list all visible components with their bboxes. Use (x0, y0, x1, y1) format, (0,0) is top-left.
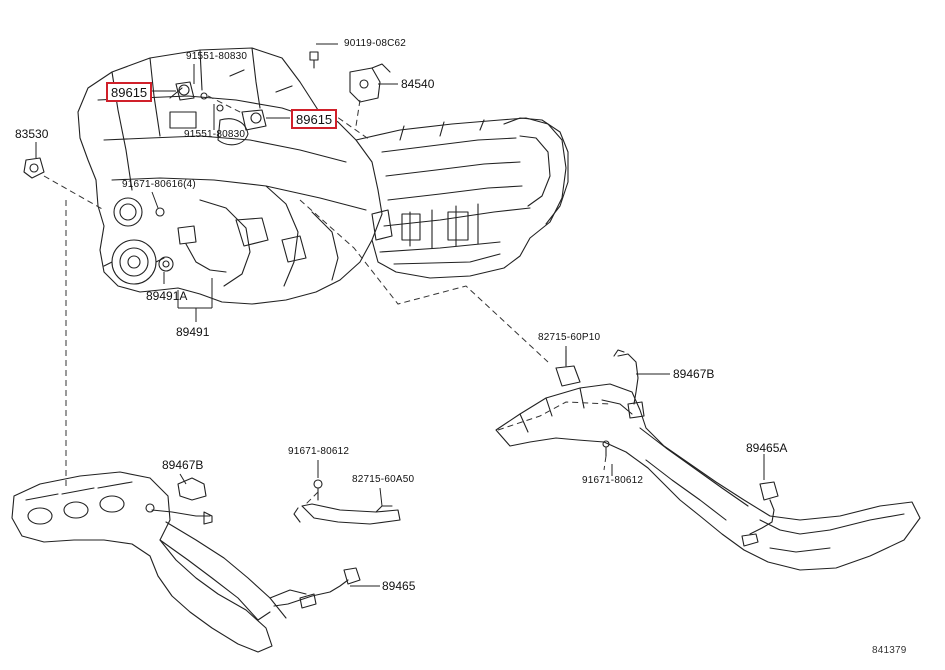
label-82715-60P10[interactable]: 82715-60P10 (538, 332, 601, 343)
label-89467B-left[interactable]: 89467B (162, 458, 204, 472)
bolt-90119-part (309, 51, 319, 69)
solid-leaders (35, 43, 765, 587)
label-89467B-right[interactable]: 89467B (673, 367, 715, 381)
label-89465A[interactable]: 89465A (746, 441, 788, 455)
label-91551-80830-bottom[interactable]: 91551-80830 (184, 129, 246, 140)
label-89491[interactable]: 89491 (176, 325, 210, 339)
label-83530[interactable]: 83530 (15, 127, 49, 141)
dashed-leaders (43, 95, 611, 505)
bolt-91551-bottom-part (216, 104, 224, 112)
knock-sensor-83530-part (23, 157, 45, 179)
label-90119-08C62[interactable]: 90119-08C62 (344, 38, 407, 49)
crank-sensor-89491-part (155, 207, 227, 273)
bracket-82715-60P10-part (555, 349, 581, 387)
cam-sensor-left-part (175, 81, 195, 101)
label-91671-80616-4[interactable]: 91671-80616(4) (122, 179, 196, 190)
figure-number: 841379 (872, 645, 907, 656)
label-91671-80612-mid[interactable]: 91671-80612 (288, 446, 350, 457)
label-91671-80612-right[interactable]: 91671-80612 (582, 475, 644, 486)
oxygen-sensor-89465-part (273, 567, 361, 609)
bolt-91671-right-part (602, 440, 610, 457)
cam-sensor-right-part (241, 109, 267, 131)
right-exhaust-manifold (495, 383, 921, 571)
label-89465[interactable]: 89465 (382, 579, 416, 593)
transmission (355, 117, 569, 279)
label-91551-80830-top[interactable]: 91551-80830 (186, 51, 248, 62)
label-84540[interactable]: 84540 (401, 77, 435, 91)
oxygen-sensor-89467B-right-part (613, 349, 645, 419)
bracket-82715-60A50-part (293, 479, 401, 525)
label-89615-right-highlighted[interactable]: 89615 (291, 109, 338, 129)
label-89491A[interactable]: 89491A (146, 289, 188, 303)
label-89615-left-highlighted[interactable]: 89615 (106, 82, 153, 102)
label-82715-60A50[interactable]: 82715-60A50 (352, 474, 415, 485)
oxygen-sensor-89465A-part (741, 481, 779, 547)
sensor-84540-part (349, 63, 391, 103)
left-exhaust-manifold (11, 471, 307, 653)
bolt-91551-top-part (200, 92, 208, 100)
